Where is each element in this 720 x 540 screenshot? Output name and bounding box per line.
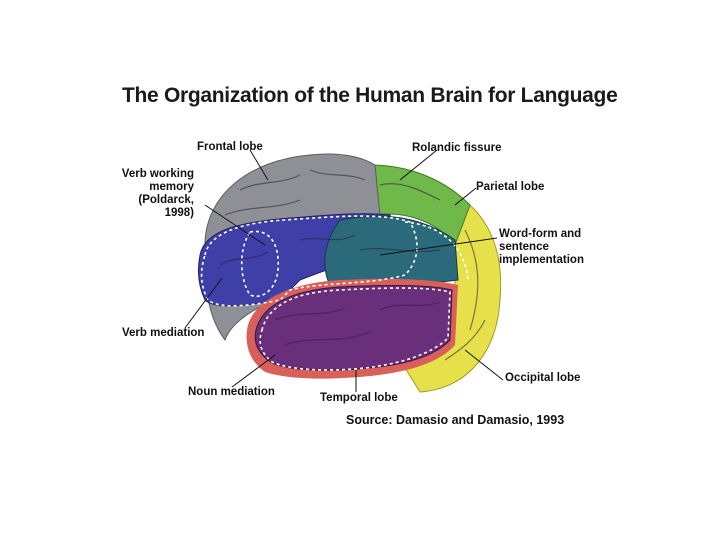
label-word-form-line3: implementation [499, 254, 584, 266]
dashed-outlines [200, 215, 469, 371]
temporal-lobe-region [254, 284, 453, 371]
leader-lines [184, 149, 504, 392]
label-word-form: Word-form and sentence implementation [499, 228, 584, 267]
label-verb-working-memory-line2: memory [149, 181, 194, 193]
label-parietal-lobe: Parietal lobe [476, 181, 545, 193]
parietal-lobe-region [369, 164, 471, 247]
gyri-texture [219, 169, 486, 361]
label-temporal-lobe: Temporal lobe [320, 392, 398, 404]
label-verb-mediation: Verb mediation [122, 327, 205, 339]
label-word-form-line1: Word-form and [499, 228, 582, 240]
label-verb-working-memory-line3: (Poldarck, [138, 194, 194, 206]
label-frontal-lobe: Frontal lobe [197, 141, 263, 153]
label-noun-mediation: Noun mediation [188, 386, 275, 398]
label-rolandic-fissure: Rolandic fissure [412, 142, 502, 154]
label-verb-working-memory-line1: Verb working [121, 168, 194, 180]
source-citation: Source: Damasio and Damasio, 1993 [346, 413, 565, 427]
diagram-title: The Organization of the Human Brain for … [122, 84, 618, 107]
label-word-form-line2: sentence [499, 241, 549, 253]
label-occipital-lobe: Occipital lobe [505, 372, 581, 384]
label-verb-working-memory: Verb working memory (Poldarck, 1998) [100, 168, 194, 220]
label-verb-working-memory-line4: 1998) [164, 207, 194, 219]
